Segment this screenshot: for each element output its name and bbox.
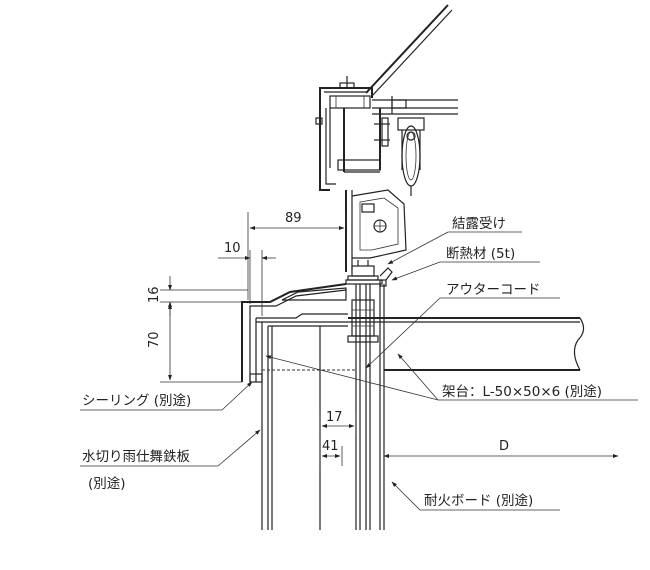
label-flashing-text-2: (別途) — [88, 475, 126, 492]
label-sealing-text: シーリング (別途) — [82, 392, 191, 409]
dim-41-text: 41 — [322, 439, 339, 454]
label-frame: 架台：L-50×50×6 (別途) — [265, 353, 638, 401]
pulley-roller — [397, 117, 425, 196]
label-sealing: シーリング (別途) — [80, 381, 253, 411]
anchor-rod — [347, 284, 379, 530]
label-flashing: 水切り雨仕舞鉄板 (別途) — [80, 429, 261, 492]
label-flashing-text-1: 水切り雨仕舞鉄板 — [82, 449, 190, 465]
upper-bracket — [315, 76, 390, 191]
label-fire-board: 耐火ボード (別途) — [391, 481, 560, 511]
label-frame-text: 架台：L-50×50×6 (別途) — [442, 383, 602, 400]
dim-D: D — [383, 439, 619, 458]
dim-41: 41 — [319, 439, 343, 466]
fire-board — [379, 284, 385, 530]
dim-10: 10 — [218, 241, 276, 316]
dim-10-text: 10 — [224, 241, 241, 256]
label-condensation: 結露受け — [387, 216, 522, 265]
flashing-plate — [241, 283, 348, 383]
condensation-bracket — [345, 189, 407, 272]
diagonal-blade — [365, 4, 453, 97]
label-outer-cord-text: アウターコード — [446, 282, 541, 298]
dim-16-text: 16 — [147, 286, 162, 303]
angle-frame — [348, 317, 585, 371]
label-condensation-text: 結露受け — [452, 216, 506, 232]
dim-70-text: 70 — [147, 331, 162, 348]
dim-89: 89 — [247, 211, 347, 300]
label-outer-cord: アウターコード — [365, 282, 560, 369]
label-insulation: 断熱材 (5t) — [391, 246, 540, 281]
horizontal-arm — [372, 96, 458, 115]
dim-D-text: D — [499, 439, 509, 454]
dim-89-text: 89 — [285, 211, 302, 226]
dim-70: 70 — [147, 303, 242, 383]
joint-nut — [345, 260, 393, 287]
dim-17: 17 — [319, 410, 357, 434]
label-fire-board-text: 耐火ボード (別途) — [424, 492, 533, 509]
dim-16: 16 — [147, 276, 248, 316]
label-insulation-text: 断熱材 (5t) — [446, 246, 515, 262]
dim-17-text: 17 — [326, 410, 343, 425]
